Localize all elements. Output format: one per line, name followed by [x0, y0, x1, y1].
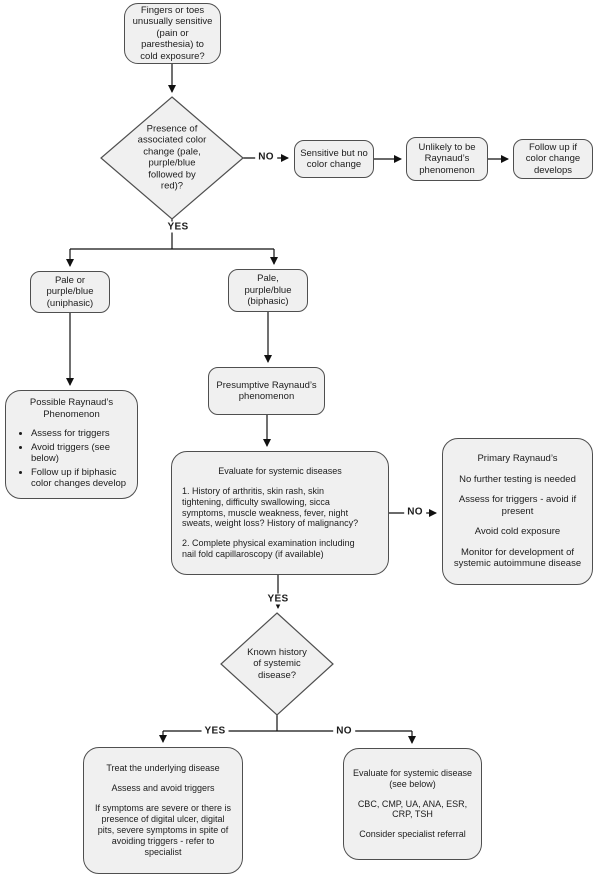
- edge-label-color-change-yes: YES: [164, 221, 192, 233]
- node-evaluate-disease-labs: Evaluate for systemic disease (see below…: [343, 748, 482, 860]
- evaluate-labs-line2: CBC, CMP, UA, ANA, ESR, CRP, TSH: [357, 798, 468, 820]
- edge-label-systemic-yes: YES: [264, 593, 292, 605]
- treat-underlying-line1: Treat the underlying disease: [106, 763, 220, 774]
- node-possible-raynauds: Possible Raynaud’s Phenomenon Assess for…: [5, 390, 138, 499]
- evaluate-labs-line1: Evaluate for systemic disease (see below…: [352, 767, 473, 789]
- treat-underlying-line2: Assess and avoid triggers: [111, 783, 215, 794]
- possible-raynauds-bullet-list: Assess for triggers Avoid triggers (see …: [17, 428, 126, 491]
- edge-label-history-no: NO: [333, 725, 355, 737]
- decision-known-history-text: Known history of systemic disease?: [247, 646, 307, 681]
- bullet-followup-biphasic: Follow up if biphasic color changes deve…: [31, 467, 126, 490]
- edge-label-systemic-no: NO: [404, 506, 426, 518]
- node-uniphasic-text: Pale or purple/blue (uniphasic): [46, 274, 94, 309]
- node-uniphasic: Pale or purple/blue (uniphasic): [30, 271, 110, 313]
- node-biphasic: Pale, purple/blue (biphasic): [228, 269, 308, 312]
- node-evaluate-systemic: Evaluate for systemic diseases 1. Histor…: [171, 451, 389, 575]
- node-presumptive-text: Presumptive Raynaud’s phenomenon: [216, 379, 317, 402]
- node-start-text: Fingers or toes unusually sensitive (pai…: [132, 4, 213, 62]
- bullet-avoid-triggers: Avoid triggers (see below): [31, 442, 126, 465]
- node-evaluate-systemic-title: Evaluate for systemic diseases: [218, 465, 342, 476]
- node-evaluate-systemic-history: 1. History of arthritis, skin rash, skin…: [182, 485, 359, 529]
- primary-raynauds-assess-triggers: Assess for triggers - avoid if present: [458, 494, 577, 517]
- edge-label-color-change-no: NO: [255, 151, 277, 163]
- primary-raynauds-monitor: Monitor for development of systemic auto…: [453, 546, 582, 570]
- node-start: Fingers or toes unusually sensitive (pai…: [124, 3, 221, 64]
- node-followup-color-text: Follow up if color change develops: [525, 141, 581, 176]
- node-treat-underlying: Treat the underlying disease Assess and …: [83, 747, 243, 874]
- node-unlikely-raynauds-text: Unlikely to be Raynaud’s phenomenon: [418, 141, 476, 176]
- node-evaluate-systemic-exam: 2. Complete physical examination includi…: [182, 538, 355, 560]
- decision-known-history-shape: [220, 612, 334, 716]
- evaluate-labs-line3: Consider specialist referral: [359, 829, 466, 840]
- treat-underlying-line3: If symptoms are severe or there is prese…: [94, 803, 232, 857]
- node-sensitive-no-color-text: Sensitive but no color change: [300, 147, 368, 170]
- primary-raynauds-avoid-cold: Avoid cold exposure: [474, 526, 561, 538]
- node-followup-color: Follow up if color change develops: [513, 139, 593, 179]
- decision-color-change-text: Presence of associated color change (pal…: [137, 123, 207, 192]
- node-unlikely-raynauds: Unlikely to be Raynaud’s phenomenon: [406, 137, 488, 181]
- primary-raynauds-title: Primary Raynaud’s: [477, 453, 558, 465]
- decision-color-change-shape: [100, 96, 244, 220]
- node-presumptive: Presumptive Raynaud’s phenomenon: [208, 367, 325, 415]
- node-primary-raynauds: Primary Raynaud’s No further testing is …: [442, 438, 593, 585]
- node-possible-raynauds-title: Possible Raynaud’s Phenomenon: [29, 397, 114, 420]
- primary-raynauds-no-testing: No further testing is needed: [459, 473, 576, 485]
- edge-label-history-yes: YES: [201, 725, 229, 737]
- node-sensitive-no-color: Sensitive but no color change: [294, 140, 374, 178]
- bullet-assess-triggers: Assess for triggers: [31, 428, 126, 439]
- node-biphasic-text: Pale, purple/blue (biphasic): [244, 273, 292, 308]
